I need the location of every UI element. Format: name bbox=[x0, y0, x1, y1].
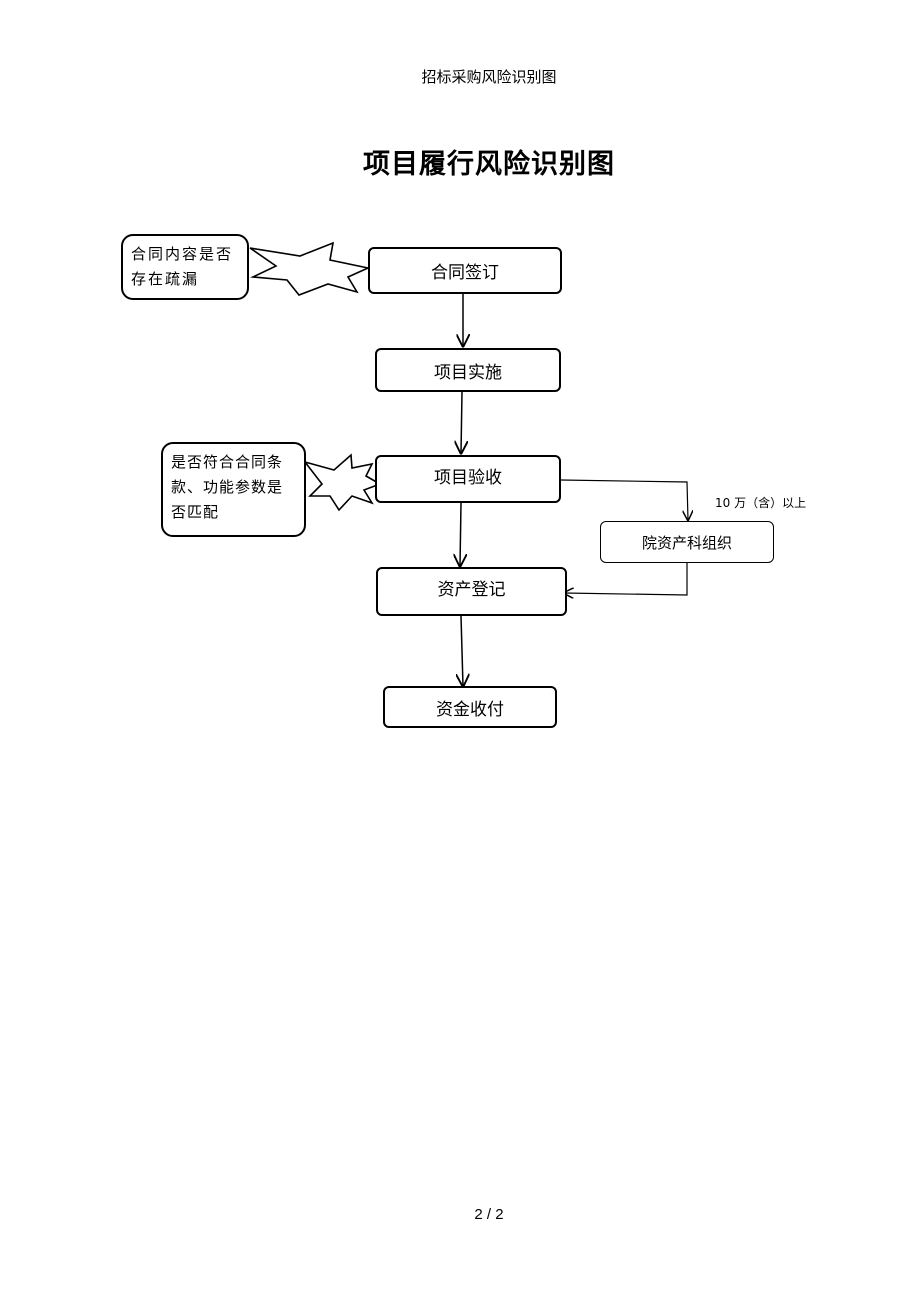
diagram-title: 项目履行风险识别图 bbox=[363, 149, 615, 180]
risk-note-contract: 合同内容是否存在疏漏 bbox=[121, 234, 249, 300]
step-asset-registration: 资产登记 bbox=[376, 567, 567, 616]
step-implementation: 项目实施 bbox=[375, 348, 561, 392]
step-payment: 资金收付 bbox=[383, 686, 557, 728]
step-acceptance: 项目验收 bbox=[375, 455, 561, 503]
step-asset-dept-organize: 院资产科组织 bbox=[600, 521, 774, 563]
arrow-acceptance-to-registration bbox=[460, 502, 461, 566]
branch-asset-dept-to-registration bbox=[564, 563, 688, 595]
arrow-registration-to-payment bbox=[461, 615, 463, 686]
step-contract-signing: 合同签订 bbox=[368, 247, 562, 294]
branch-condition-label: 10 万（含）以上 bbox=[715, 496, 807, 510]
risk-burst-icon bbox=[302, 453, 382, 512]
page-number: 2 / 2 bbox=[474, 1206, 504, 1223]
branch-acceptance-to-asset-dept bbox=[560, 479, 688, 520]
document-header: 招标采购风险识别图 bbox=[421, 68, 557, 86]
risk-note-acceptance: 是否符合合同条款、功能参数是否匹配 bbox=[161, 442, 306, 537]
arrow-implementation-to-acceptance bbox=[461, 391, 462, 453]
risk-burst-icon bbox=[249, 241, 371, 296]
